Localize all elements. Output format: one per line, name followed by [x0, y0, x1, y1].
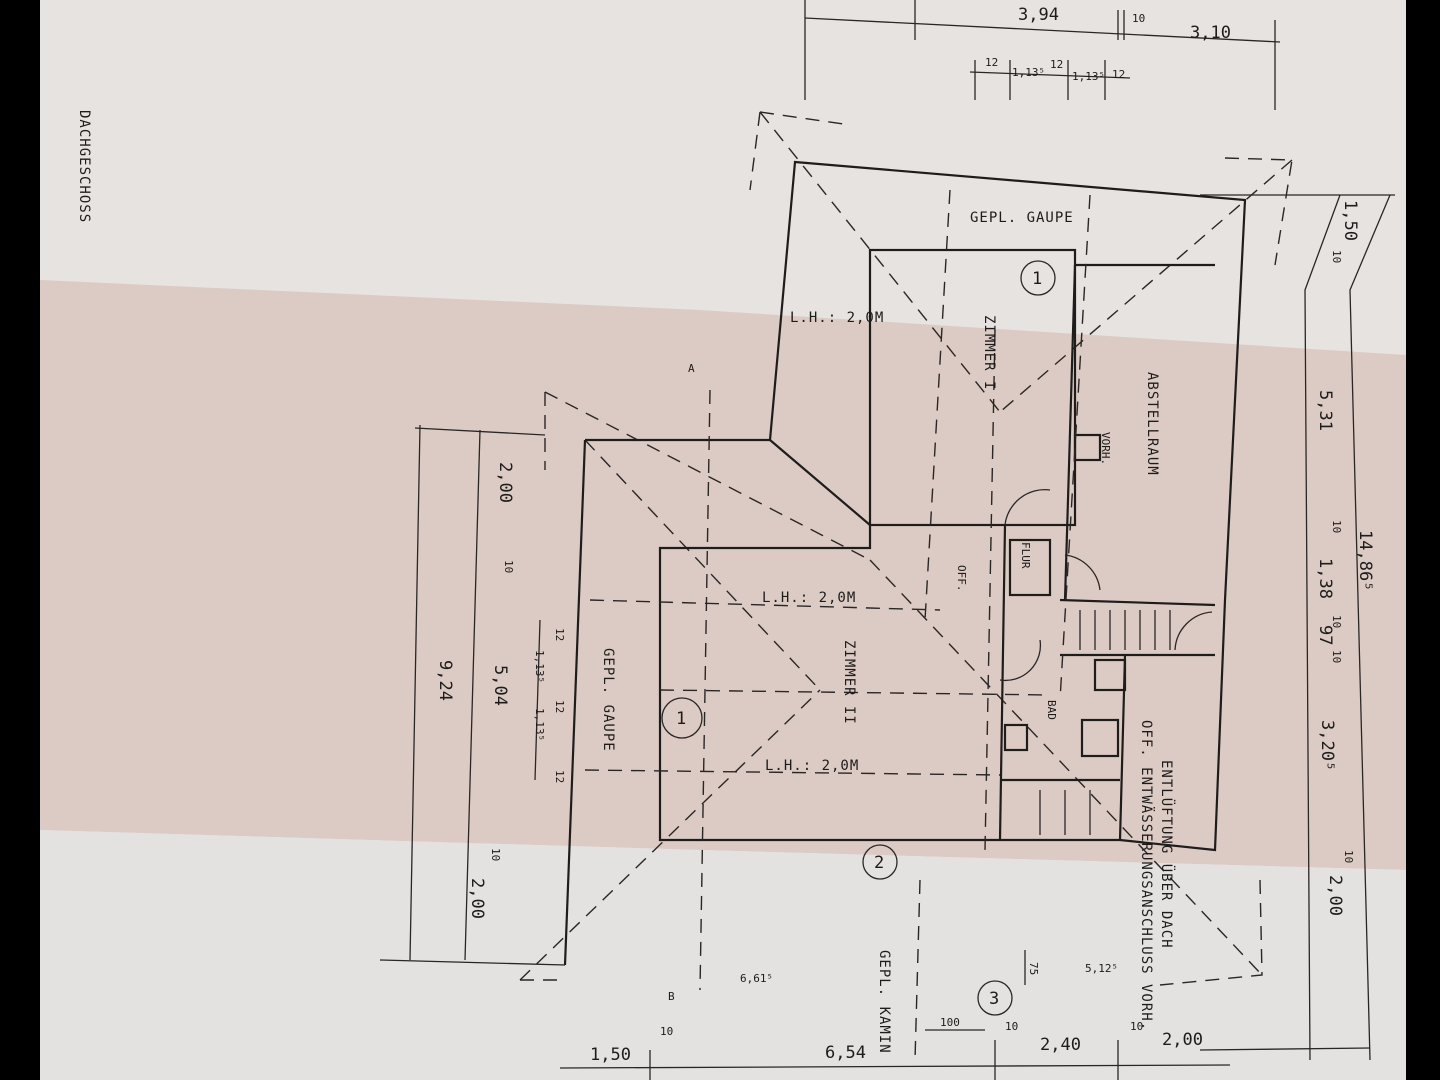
dim-right: 5,31	[1315, 390, 1335, 431]
dim-right: 3,20⁵	[1317, 720, 1337, 771]
note-vent: ENTLÜFTUNG ÜBER DACH	[1158, 760, 1176, 949]
dim-top-small: 1,13⁵	[1072, 70, 1105, 83]
drawing-title: DACHGESCHOSS	[76, 110, 92, 223]
dim-right: 10	[1330, 250, 1343, 263]
dim-left: 10	[502, 560, 515, 573]
dim-inner: 75	[1027, 962, 1040, 975]
marker-1b: 1	[676, 709, 686, 729]
top-dimensions	[804, 0, 1281, 110]
dim-right: 97	[1315, 625, 1335, 645]
dim-top-small: 12	[1112, 68, 1125, 81]
staircase	[1039, 610, 1213, 835]
note-dormer-left: GEPL. GAUPE	[600, 648, 616, 752]
paper-fold-shading	[40, 280, 1406, 870]
note-lh-bottom: L.H.: 2,0M	[765, 758, 859, 774]
dim-right: 2,00	[1325, 875, 1345, 916]
right-dimensions	[1199, 194, 1395, 1061]
dim-left: 10	[489, 848, 502, 861]
dim-bottom: 2,00	[1162, 1030, 1203, 1050]
marker-circle	[862, 844, 898, 880]
dim-bottom: 10	[660, 1025, 673, 1038]
room-label-bath: BAD	[1045, 700, 1058, 720]
label-vorh: VORH.	[1099, 432, 1112, 465]
roof-outline	[519, 111, 1293, 986]
dim-left-small: 1,13⁵	[533, 708, 546, 741]
room-label-zimmer-1: ZIMMER I	[981, 315, 997, 390]
dim-inner: 5,12⁵	[1085, 962, 1118, 975]
section-a: A	[688, 362, 695, 375]
left-dimensions	[379, 424, 566, 966]
dim-left: 2,00	[495, 462, 515, 503]
marker-circle	[661, 697, 703, 739]
note-chimney: GEPL. KAMIN	[876, 950, 892, 1054]
dim-inner: 100	[940, 1016, 960, 1029]
marker-3: 3	[989, 989, 999, 1009]
marker-circle	[1020, 260, 1056, 296]
dim-bottom: 10	[1130, 1020, 1143, 1033]
note-dormer-top: GEPL. GAUPE	[970, 210, 1074, 226]
dim-right: 10	[1330, 615, 1343, 628]
marker-2: 2	[874, 853, 884, 873]
dim-right: 10	[1342, 850, 1355, 863]
dim-bottom: 6,54	[825, 1043, 866, 1063]
dim-left-small: 1,13⁵	[533, 650, 546, 683]
bottom-dimensions	[559, 950, 1231, 1080]
dim-left-total: 9,24	[435, 660, 455, 701]
dim-left-small: 12	[553, 628, 566, 641]
dim-right: 1,50	[1340, 200, 1360, 241]
dim-right-total: 14,86⁵	[1355, 530, 1375, 591]
dim-bottom: 2,40	[1040, 1035, 1081, 1055]
dim-top-3: 10	[1132, 12, 1145, 25]
dim-left-small: 12	[553, 770, 566, 783]
section-b: B	[668, 990, 675, 1003]
dim-right: 10	[1330, 520, 1343, 533]
note-lh-top: L.H.: 2,0M	[790, 310, 884, 326]
dim-right: 10	[1330, 650, 1343, 663]
dim-top-2: 3,10	[1190, 23, 1231, 43]
dim-bottom: 10	[1005, 1020, 1018, 1033]
dim-right: 1,38	[1315, 558, 1335, 599]
dormers	[584, 189, 1091, 1061]
note-lh-mid: L.H.: 2,0M	[762, 590, 856, 606]
room-label-zimmer-2: ZIMMER II	[841, 640, 857, 725]
note-drain: OFF. ENTWÄSSERUNGSANSCHLUSS VORH.	[1138, 720, 1156, 1031]
label-off: OFF.	[955, 565, 968, 592]
dim-left-small: 12	[553, 700, 566, 713]
dim-top-small: 1,13⁵	[1012, 66, 1045, 79]
dim-top-small: 12	[985, 56, 998, 69]
dim-top-small: 12	[1050, 58, 1063, 71]
paper-lower	[40, 830, 1406, 1080]
marker-circle	[977, 980, 1013, 1016]
marker-1a: 1	[1032, 269, 1042, 289]
dim-left: 5,04	[490, 665, 510, 706]
dim-bottom: 1,50	[590, 1045, 631, 1065]
walls	[563, 160, 1247, 966]
room-label-hall: FLUR	[1019, 542, 1032, 569]
dim-top-1: 3,94	[1018, 5, 1059, 25]
room-label-storage: ABSTELLRAUM	[1144, 372, 1160, 476]
dim-left: 2,00	[467, 878, 487, 919]
dim-inner: 6,61⁵	[740, 972, 773, 985]
